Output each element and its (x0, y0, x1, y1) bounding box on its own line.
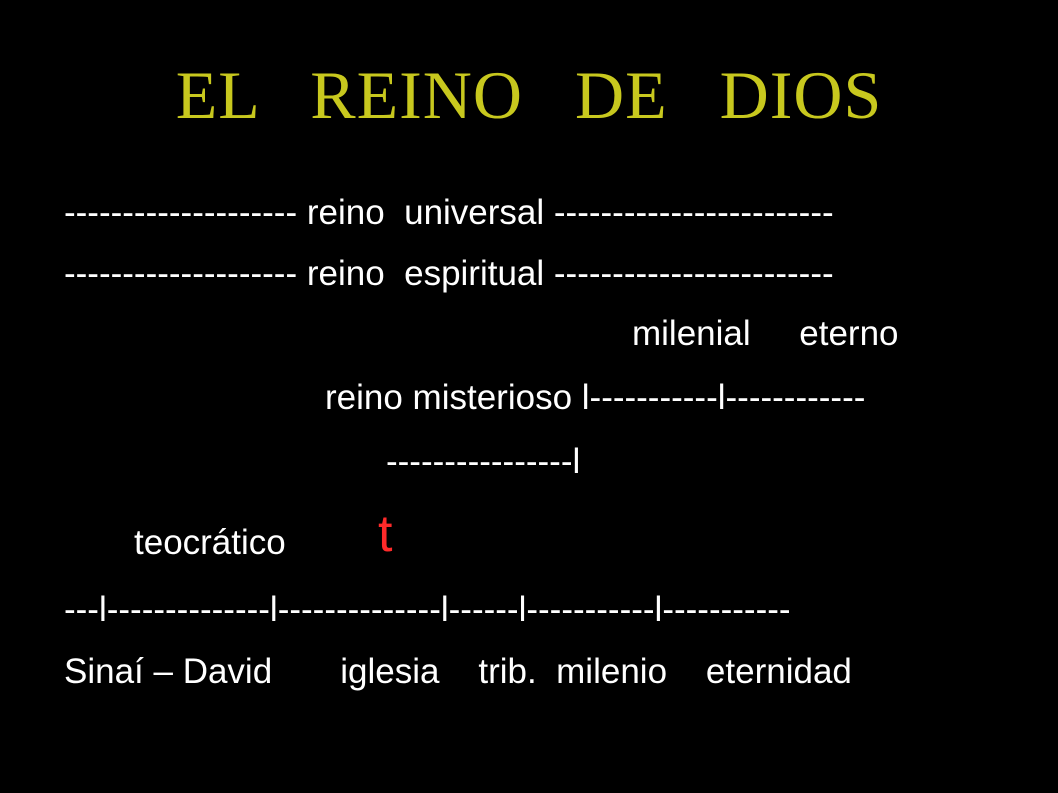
timeline-eras: Sinaí – David iglesia trib. milenio eter… (64, 652, 852, 691)
label-teocratico: teocrático (134, 523, 286, 562)
red-t-marker: t (378, 505, 393, 563)
line-reino-universal: -------------------- reino universal ---… (64, 193, 834, 232)
timeline-line: ---l--------------l--------------l------… (64, 590, 791, 629)
label-milenial-eterno: milenial eterno (632, 314, 899, 353)
line-reino-misterioso: reino misterioso l-----------l----------… (325, 378, 866, 417)
page-title: EL REINO DE DIOS (175, 57, 883, 133)
line-reino-espiritual: -------------------- reino espiritual --… (64, 254, 834, 293)
line-misterioso-end: ----------------l (386, 442, 581, 481)
